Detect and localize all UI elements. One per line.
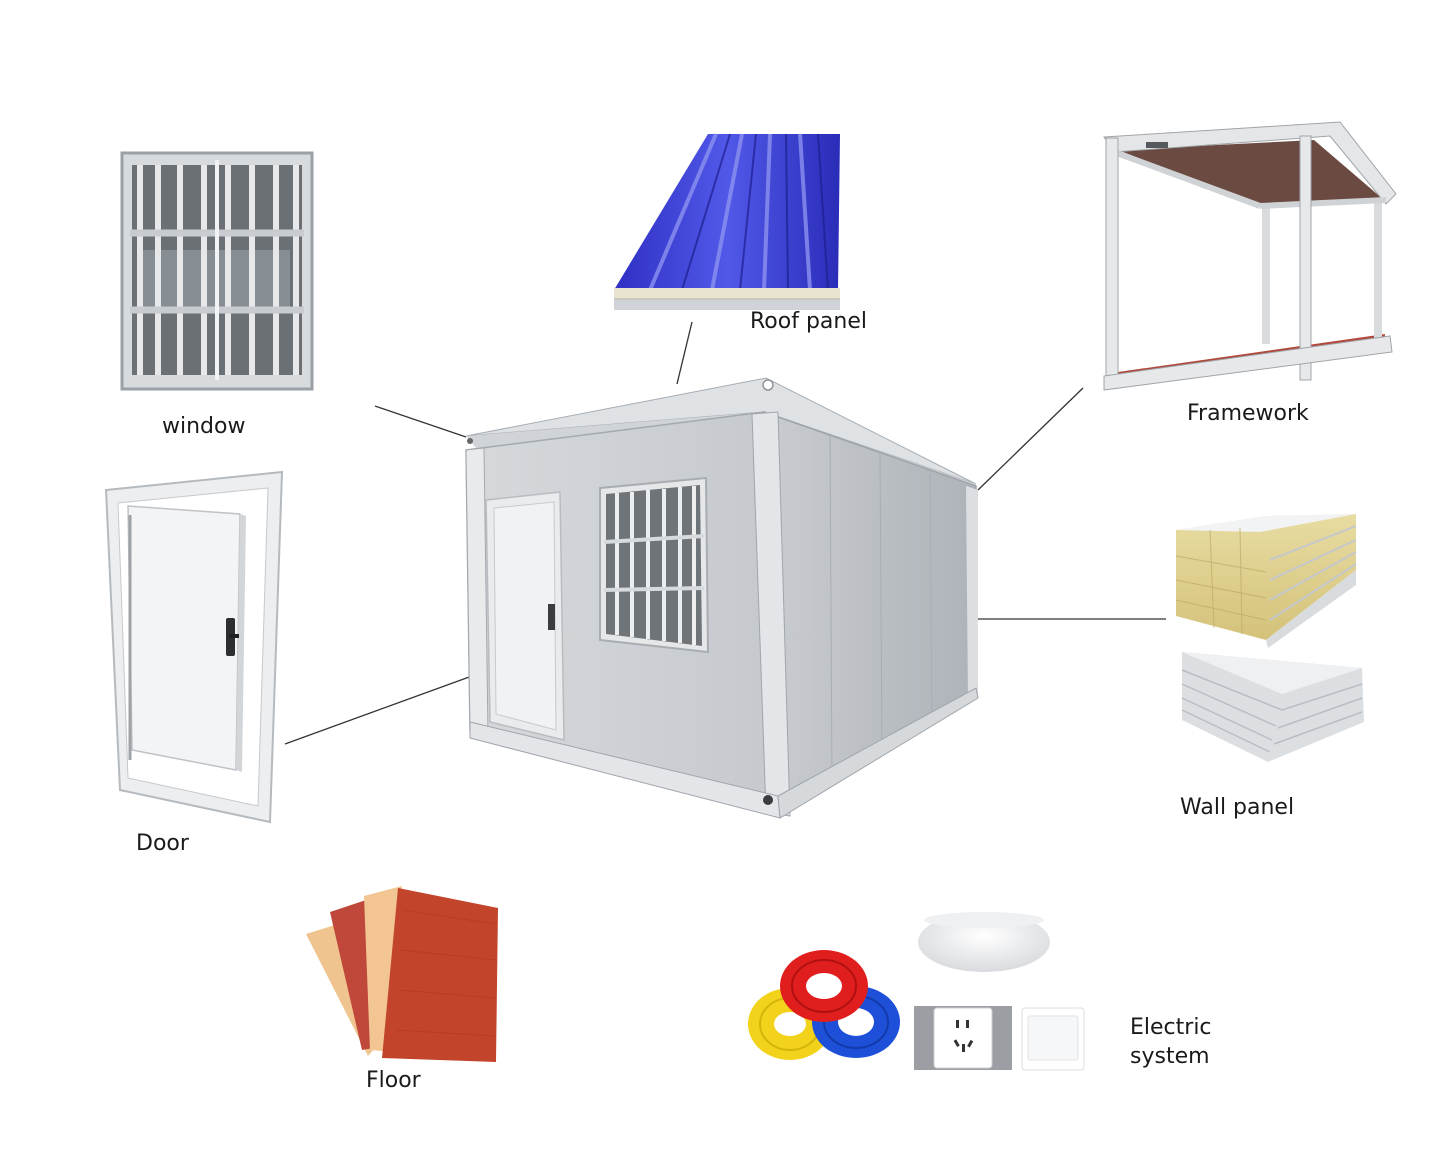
door-icon xyxy=(104,470,284,824)
leader-window xyxy=(374,405,467,438)
wall-panel-icon xyxy=(1175,514,1364,762)
label-window: window xyxy=(162,414,245,439)
label-wall-panel: Wall panel xyxy=(1180,795,1294,820)
leader-lines xyxy=(284,321,1166,745)
socket-icon xyxy=(914,1006,1012,1070)
label-door: Door xyxy=(136,831,190,856)
label-electric-line1: Electric xyxy=(1130,1015,1212,1040)
label-floor: Floor xyxy=(366,1068,422,1093)
roof-panel-icon xyxy=(614,133,840,310)
ceiling-lamp-icon xyxy=(918,912,1050,972)
label-electric-line2: system xyxy=(1130,1044,1210,1069)
floor-tiles-icon xyxy=(306,886,498,1062)
leader-door xyxy=(284,663,506,745)
framework-icon xyxy=(1103,121,1397,391)
cable-coils-icon xyxy=(748,950,900,1060)
container-house-icon xyxy=(465,377,979,819)
label-framework: Framework xyxy=(1187,401,1309,426)
label-roof-panel: Roof panel xyxy=(750,309,867,334)
window-icon xyxy=(120,151,314,391)
leader-framework xyxy=(977,387,1084,491)
switch-icon xyxy=(1021,1007,1085,1071)
leader-roof-panel xyxy=(676,321,693,385)
